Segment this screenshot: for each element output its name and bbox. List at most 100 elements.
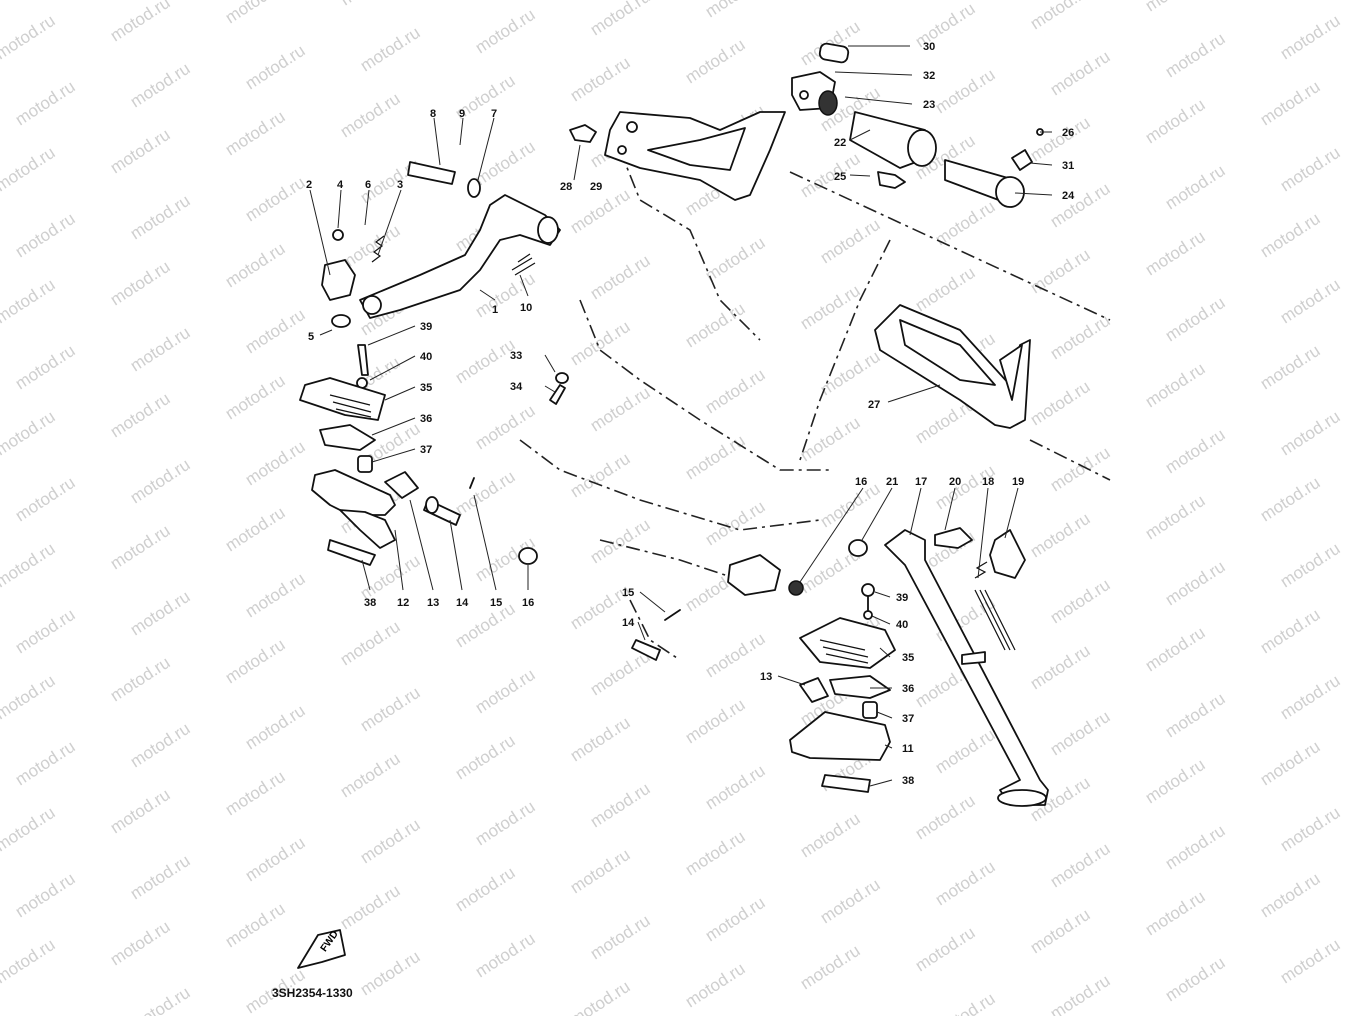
watermark-text: motod.ru (1162, 557, 1229, 609)
watermark-text: motod.ru (127, 323, 194, 375)
watermark-text: motod.ru (472, 797, 539, 849)
watermark-text: motod.ru (0, 143, 58, 195)
watermark-text: motod.ru (1277, 11, 1344, 63)
watermark-text: motod.ru (107, 785, 174, 837)
watermark-text: motod.ru (1142, 887, 1209, 939)
sidestand (848, 527, 1049, 807)
left-footrest (299, 344, 538, 566)
watermark-text: motod.ru (1027, 905, 1094, 957)
watermark-text: motod.ru (242, 41, 309, 93)
callout-34: 34 (510, 381, 523, 393)
watermark-text: motod.ru (222, 899, 289, 951)
watermark-text: motod.ru (1142, 95, 1209, 147)
watermark-text: motod.ru (702, 497, 769, 549)
watermark-text: motod.ru (472, 137, 539, 189)
callout-30: 30 (923, 41, 935, 53)
callout-13-left: 13 (427, 597, 439, 609)
watermark-text: motod.ru (222, 635, 289, 687)
watermark-text: motod.ru (1257, 473, 1324, 525)
callout-33: 33 (510, 350, 522, 362)
callout-15-right: 15 (622, 587, 634, 599)
right-footrest (789, 583, 896, 793)
watermark-text: motod.ru (817, 0, 884, 3)
watermark-text: motod.ru (682, 959, 749, 1011)
watermark-text: motod.ru (472, 5, 539, 57)
watermark-text: motod.ru (1047, 839, 1114, 891)
watermark-text: motod.ru (1162, 689, 1229, 741)
callout-20: 20 (949, 476, 961, 488)
watermark-text: motod.ru (1027, 245, 1094, 297)
callout-4: 4 (337, 179, 344, 191)
watermark-text: motod.ru (587, 647, 654, 699)
watermark-text: motod.ru (222, 239, 289, 291)
watermark-text: motod.ru (1162, 953, 1229, 1005)
watermark-text: motod.ru (912, 0, 979, 51)
watermark-text: motod.ru (1047, 311, 1114, 363)
callout-9: 9 (459, 108, 465, 120)
watermark-text: motod.ru (107, 917, 174, 969)
watermark-text: motod.ru (567, 53, 634, 105)
watermark-text: motod.ru (797, 281, 864, 333)
watermark-text: motod.ru (0, 407, 58, 459)
watermark-text: motod.ru (12, 209, 79, 261)
callout-27: 27 (868, 399, 880, 411)
callout-31: 31 (1062, 160, 1074, 172)
callout-17: 17 (915, 476, 927, 488)
callout-19: 19 (1012, 476, 1024, 488)
watermark-text: motod.ru (357, 683, 424, 735)
callout-38-left: 38 (364, 597, 376, 609)
watermark-text: motod.ru (1047, 47, 1114, 99)
pillion-footrest-bracket (569, 111, 786, 201)
watermark-text: motod.ru (1162, 29, 1229, 81)
watermark-text: motod.ru (0, 671, 58, 723)
watermark-text: motod.ru (472, 929, 539, 981)
callout-2: 2 (306, 179, 312, 191)
callout-23: 23 (923, 99, 935, 111)
watermark-text: motod.ru (0, 935, 58, 987)
watermark-text: motod.ru (222, 371, 289, 423)
watermark-text: motod.ru (682, 827, 749, 879)
watermark-text: motod.ru (1027, 509, 1094, 561)
watermark-text: motod.ru (472, 665, 539, 717)
watermark-text: motod.ru (222, 0, 289, 27)
watermark-text: motod.ru (817, 479, 884, 531)
callout-40-left: 40 (420, 351, 432, 363)
callout-13-right: 13 (760, 671, 772, 683)
watermark-text: motod.ru (1027, 113, 1094, 165)
middle-parts (549, 372, 804, 661)
watermark-text: motod.ru (1162, 425, 1229, 477)
watermark-text: motod.ru (1047, 443, 1114, 495)
callout-5: 5 (308, 331, 314, 343)
watermark-text: motod.ru (1257, 869, 1324, 921)
watermark-text: motod.ru (337, 749, 404, 801)
watermark-text: motod.ru (702, 893, 769, 945)
callout-28: 28 (560, 181, 572, 193)
callout-labels: 30 32 23 22 26 31 25 24 8 9 7 28 29 2 4 … (306, 41, 1075, 787)
watermark-text: motod.ru (567, 977, 634, 1016)
watermark-text: motod.ru (1277, 143, 1344, 195)
watermark-text: motod.ru (107, 0, 174, 45)
callout-37-left: 37 (420, 444, 432, 456)
watermark-text: motod.ru (702, 761, 769, 813)
watermark-text: motod.ru (452, 731, 519, 783)
watermark-text: motod.ru (932, 725, 999, 777)
watermark-text: motod.ru (12, 77, 79, 129)
watermark-text: motod.ru (337, 617, 404, 669)
watermark-text: motod.ru (932, 65, 999, 117)
watermark-text: motod.ru (1142, 491, 1209, 543)
watermark-text: motod.ru (12, 341, 79, 393)
watermark-text: motod.ru (452, 335, 519, 387)
watermark-text: motod.ru (12, 473, 79, 525)
callout-35-left: 35 (420, 382, 432, 394)
watermark-text: motod.ru (1162, 293, 1229, 345)
watermark-text: motod.ru (1257, 737, 1324, 789)
callout-8: 8 (430, 108, 436, 120)
callout-18: 18 (982, 476, 994, 488)
watermark-text: motod.ru (12, 737, 79, 789)
frame-outline (519, 149, 1111, 661)
watermark-text: motod.ru (1027, 377, 1094, 429)
watermark-text: motod.ru (107, 653, 174, 705)
watermark-text: motod.ru (587, 515, 654, 567)
callout-15-left: 15 (490, 597, 502, 609)
callout-26: 26 (1062, 127, 1074, 139)
